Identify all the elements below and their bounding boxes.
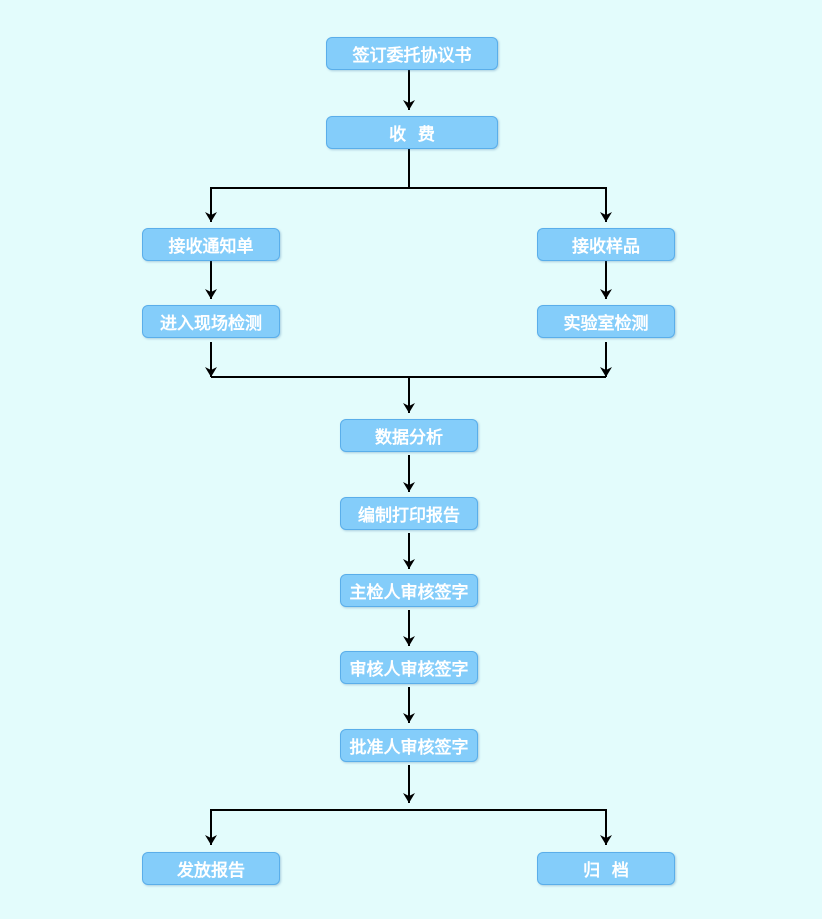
node-onsite-testing: 进入现场检测 xyxy=(142,305,280,338)
node-chief-inspector-sign: 主检人审核签字 xyxy=(340,574,478,607)
node-receive-sample: 接收样品 xyxy=(537,228,675,261)
node-approver-sign: 批准人审核签字 xyxy=(340,729,478,762)
node-receive-notice: 接收通知单 xyxy=(142,228,280,261)
node-archive: 归 档 xyxy=(537,852,675,885)
node-issue-report: 发放报告 xyxy=(142,852,280,885)
node-sign-agreement: 签订委托协议书 xyxy=(326,37,498,70)
node-data-analysis: 数据分析 xyxy=(340,419,478,452)
node-lab-testing: 实验室检测 xyxy=(537,305,675,338)
node-compile-report: 编制打印报告 xyxy=(340,497,478,530)
node-charge-fee: 收 费 xyxy=(326,116,498,149)
node-reviewer-sign: 审核人审核签字 xyxy=(340,651,478,684)
